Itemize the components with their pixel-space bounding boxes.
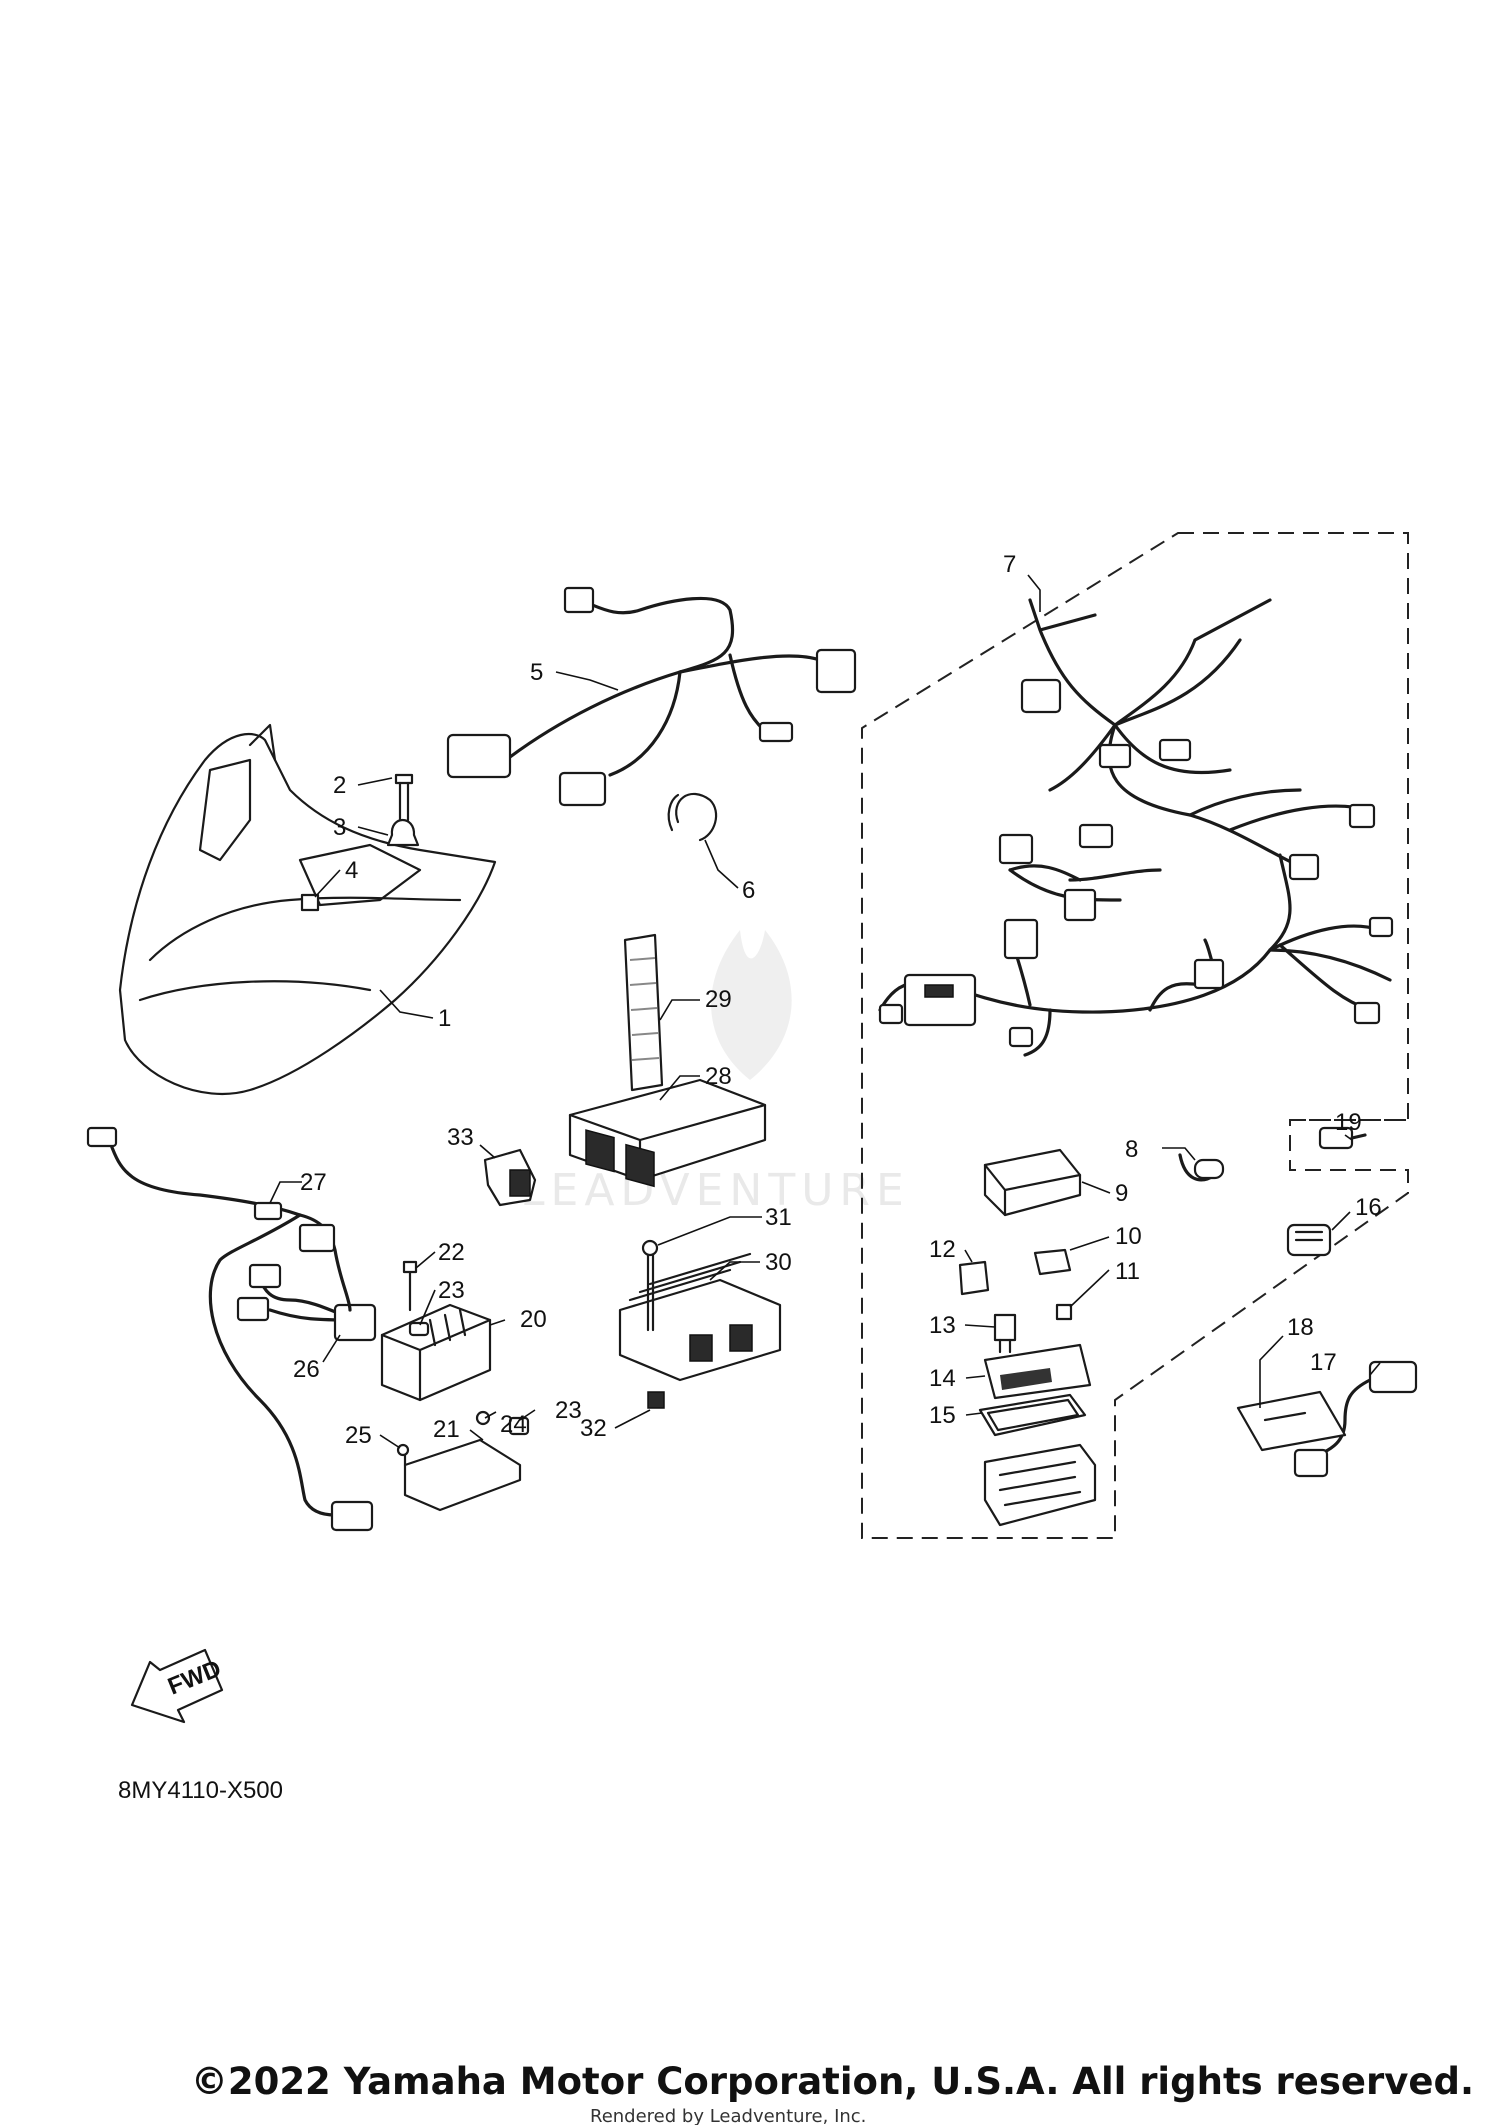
watermark-text: LEADVENTURE: [520, 1165, 910, 1216]
part-26-lead[interactable]: [236, 1263, 377, 1342]
callout-25[interactable]: 25: [345, 1422, 372, 1449]
part-3-clamp[interactable]: [386, 819, 420, 847]
callout-2[interactable]: 2: [333, 772, 346, 799]
callout-24[interactable]: 24: [500, 1411, 527, 1438]
part-15-cover[interactable]: [978, 1393, 1087, 1437]
part-9-relay-box[interactable]: [983, 1148, 1082, 1217]
callout-numbers: 1 2 3 4 5 6 7 8 9 10 11 12 13 14 15 16 1…: [293, 551, 1382, 1449]
callout-3[interactable]: 3: [333, 814, 346, 841]
part-31-bolt[interactable]: [641, 1239, 659, 1332]
callout-23-lower[interactable]: 23: [555, 1397, 582, 1424]
callout-4[interactable]: 4: [345, 857, 358, 884]
part-14-label[interactable]: [983, 1343, 1092, 1400]
leader-lines: [269, 574, 1381, 1449]
part-17-lead[interactable]: [1293, 1360, 1418, 1478]
callout-32[interactable]: 32: [580, 1415, 607, 1442]
part-19-connector[interactable]: [1318, 1126, 1367, 1150]
callout-30[interactable]: 30: [765, 1249, 792, 1276]
part-6-band[interactable]: [667, 793, 718, 842]
callout-27[interactable]: 27: [300, 1169, 327, 1196]
part-20-control-unit[interactable]: [380, 1303, 492, 1402]
part-16-coupler[interactable]: [1286, 1223, 1332, 1257]
part-29-damper[interactable]: [623, 933, 664, 1092]
part-13-diode[interactable]: [993, 1313, 1017, 1354]
part-5-sub-wire-harness[interactable]: [446, 586, 857, 807]
part-33-sensor[interactable]: [483, 1148, 537, 1207]
callout-26[interactable]: 26: [293, 1356, 320, 1383]
callout-23[interactable]: 23: [438, 1277, 465, 1304]
fuse-box-body: [983, 1443, 1097, 1527]
part-8-fuse[interactable]: [1178, 1153, 1225, 1182]
callout-7[interactable]: 7: [1003, 551, 1016, 578]
part-28-ecu[interactable]: [568, 1078, 767, 1188]
copyright-notice: ©2022 Yamaha Motor Corporation, U.S.A. A…: [190, 2060, 1474, 2103]
callout-16[interactable]: 16: [1355, 1194, 1382, 1221]
callout-19[interactable]: 19: [1335, 1109, 1362, 1136]
callout-11[interactable]: 11: [1115, 1258, 1140, 1285]
callout-5[interactable]: 5: [530, 659, 543, 686]
part-2-bolt[interactable]: [394, 773, 414, 822]
part-23-grommet-lower[interactable]: [508, 1416, 530, 1436]
part-12-relay[interactable]: [958, 1260, 990, 1296]
part-18-sheet[interactable]: [1236, 1390, 1347, 1452]
callout-12[interactable]: 12: [929, 1236, 956, 1263]
callout-20[interactable]: 20: [520, 1306, 547, 1333]
callout-21[interactable]: 21: [433, 1416, 460, 1443]
fwd-arrow: FWD: [130, 1648, 225, 1724]
part-32-collar[interactable]: [647, 1391, 665, 1409]
callout-15[interactable]: 15: [929, 1402, 956, 1429]
callout-10[interactable]: 10: [1115, 1223, 1142, 1250]
callout-18[interactable]: 18: [1287, 1314, 1314, 1341]
part-27-lead[interactable]: [86, 1126, 374, 1532]
callout-22[interactable]: 22: [438, 1239, 465, 1266]
part-4-nut[interactable]: [300, 893, 320, 912]
part-30-rectifier-regulator[interactable]: [618, 1252, 782, 1382]
part-10-relay[interactable]: [1033, 1248, 1072, 1276]
part-22-screw[interactable]: [402, 1260, 418, 1312]
part-11-mini-fuse[interactable]: [1055, 1303, 1073, 1321]
part-25-screw[interactable]: [396, 1443, 410, 1467]
part-23-grommet[interactable]: [408, 1321, 430, 1337]
diagram-code: 8MY4110-X500: [118, 1777, 283, 1804]
callout-6[interactable]: 6: [742, 877, 755, 904]
callout-14[interactable]: 14: [929, 1365, 956, 1392]
part-24-nut[interactable]: [475, 1410, 491, 1426]
watermark: LEADVENTURE: [520, 930, 910, 1216]
callout-28[interactable]: 28: [705, 1063, 732, 1090]
callout-8[interactable]: 8: [1125, 1136, 1138, 1163]
callout-9[interactable]: 9: [1115, 1180, 1128, 1207]
callout-29[interactable]: 29: [705, 986, 732, 1013]
part-7-main-wire-harness[interactable]: [878, 598, 1394, 1057]
callout-1[interactable]: 1: [438, 1005, 451, 1032]
callout-33[interactable]: 33: [447, 1124, 474, 1151]
wire-harness-outline: [861, 532, 1409, 1539]
rendered-by-notice: Rendered by Leadventure, Inc.: [590, 2106, 867, 2125]
callout-31[interactable]: 31: [765, 1204, 792, 1231]
part-1-headlight-assembly[interactable]: [118, 723, 497, 1095]
callout-13[interactable]: 13: [929, 1312, 956, 1339]
part-21-bracket[interactable]: [403, 1438, 522, 1512]
callout-17[interactable]: 17: [1310, 1349, 1337, 1376]
